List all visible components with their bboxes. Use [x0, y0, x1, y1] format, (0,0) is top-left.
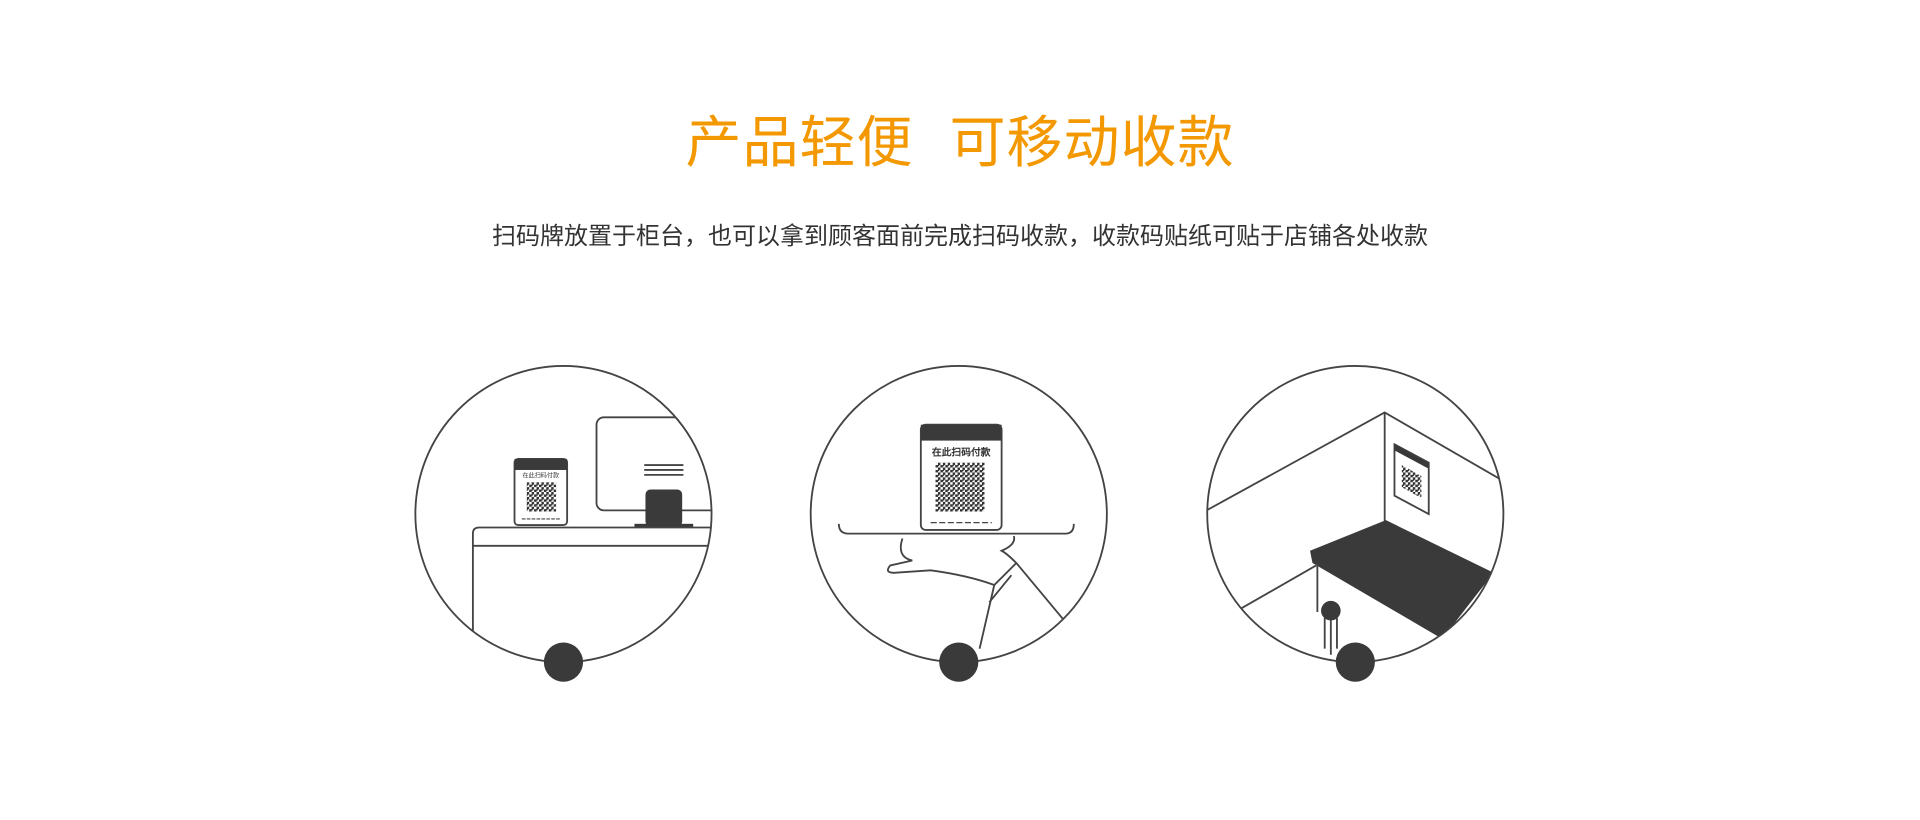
shelf-icon: [1310, 520, 1494, 639]
sign-label: 在此扫码付款: [522, 471, 559, 479]
tray-icon: [837, 523, 1075, 535]
qr-sign-icon: [919, 423, 1003, 531]
qr-sticker-icon: [1393, 442, 1430, 516]
page-subtitle: 扫码牌放置于柜台，也可以拿到顾客面前完成扫码收款，收款码贴纸可贴于店铺各处收款: [492, 222, 1428, 250]
hand-icon: [886, 535, 1018, 587]
stool-icon: [1321, 600, 1341, 655]
title-part-1: 产品轻便: [685, 111, 914, 176]
qr-sign-icon: [513, 458, 569, 526]
sign-label: 在此扫码付款: [932, 445, 991, 458]
illustration-hand-held: 在此扫码付款: [809, 365, 1108, 682]
indicator-dot: [543, 642, 584, 682]
illustration-wall-sticker: 在此扫码付款: [1206, 365, 1505, 682]
indicator-dot: [939, 642, 979, 682]
indicator-dot: [1335, 642, 1375, 682]
page-title: 产品轻便可移动收款: [0, 112, 1920, 176]
illustration-counter: 在此扫码付款: [414, 365, 713, 682]
title-part-2: 可移动收款: [949, 111, 1235, 176]
